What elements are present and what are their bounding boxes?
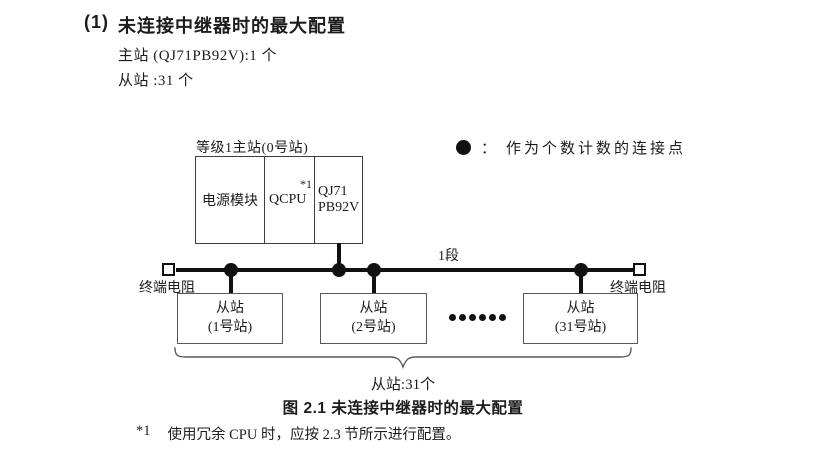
slave-station-box-31: 从站 (31号站) (523, 293, 638, 344)
connection-point-icon (456, 140, 471, 155)
figure-caption: 图 2.1 未连接中继器时的最大配置 (282, 400, 524, 417)
slave-count-label: 从站:31个 (370, 377, 436, 393)
connection-point-dot (332, 263, 346, 277)
terminating-resistor-left-label: 终端电阻 (139, 281, 195, 296)
slave-name: 从站 (216, 300, 244, 316)
master-drop-line (337, 243, 341, 269)
ellipsis-dots-icon (449, 314, 506, 321)
cpu-module-label: QCPU (269, 192, 307, 207)
spec-line-master: 主站 (QJ71PB92V):1 个 (118, 48, 278, 64)
master-station-label: 等级1主站(0号站) (196, 141, 309, 156)
terminating-resistor-right-icon (633, 263, 646, 276)
power-module-cell: 电源模块 (196, 157, 265, 243)
section-heading: (1) 未连接中继器时的最大配置 (84, 12, 346, 38)
slave-count-brace (174, 347, 632, 369)
footnote: *1 使用冗余 CPU 时，应按 2.3 节所示进行配置。 (136, 423, 460, 444)
section-number: (1) (84, 12, 109, 32)
network-module-line2: PB92V (318, 200, 360, 215)
legend-label: 作为个数计数的连接点 (506, 141, 687, 157)
network-module-cell: QJ71 PB92V (315, 157, 360, 243)
terminating-resistor-right-label: 终端电阻 (610, 281, 666, 296)
slave-drop-line (372, 270, 376, 293)
slave-name: 从站 (566, 300, 595, 316)
footnote-text: 使用冗余 CPU 时，应按 2.3 节所示进行配置。 (167, 427, 461, 443)
slave-name: 从站 (359, 300, 388, 316)
legend: ： 作为个数计数的连接点 (456, 137, 686, 158)
cpu-module-cell: *1 QCPU (265, 157, 315, 243)
spec-line-slave: 从站 :31 个 (118, 73, 194, 89)
legend-separator: ： (481, 141, 497, 157)
slave-drop-line (579, 270, 583, 293)
terminating-resistor-left-icon (162, 263, 175, 276)
section-title: 未连接中继器时的最大配置 (118, 16, 346, 36)
slave-station-no: (2号站) (351, 319, 396, 335)
segment-label: 1段 (438, 249, 459, 264)
slave-station-no: (1号站) (207, 319, 253, 335)
slave-station-box-1: 从站 (1号站) (177, 293, 283, 344)
slave-station-box-2: 从站 (2号站) (320, 293, 427, 344)
master-station-box: 电源模块 *1 QCPU QJ71 PB92V (195, 156, 363, 244)
slave-station-no: (31号站) (554, 319, 607, 335)
network-module-line1: QJ71 (318, 183, 348, 199)
slave-drop-line (229, 270, 233, 293)
footnote-marker: *1 (136, 423, 151, 439)
bus-line-segment (176, 268, 633, 272)
cpu-footnote-ref: *1 (300, 177, 312, 191)
